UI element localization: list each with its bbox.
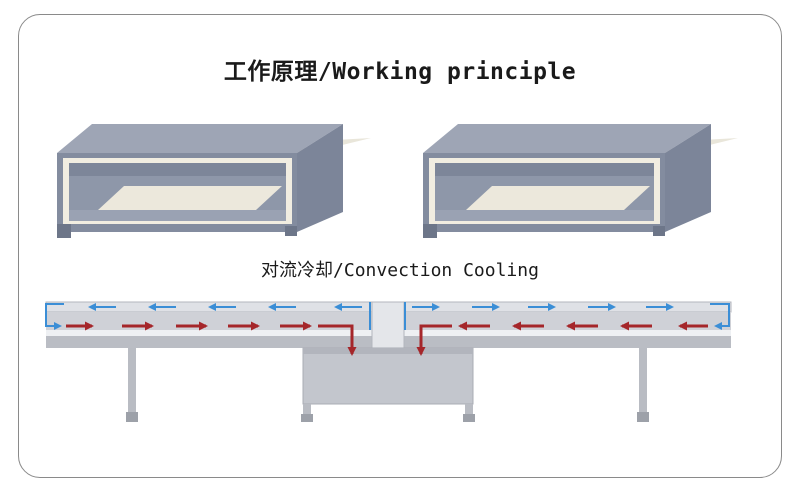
diagram-title: 工作原理/Working principle — [223, 59, 577, 85]
conveyor-center-joint — [371, 301, 405, 349]
tunnel-right-belt — [466, 186, 650, 210]
cooling-tunnel-right — [423, 124, 738, 238]
tunnel-left-belt — [98, 186, 282, 210]
section-subtitle: 对流冷却/Convection Cooling — [261, 260, 539, 281]
airflow-cool-left — [45, 302, 371, 330]
tunnel-left-side — [297, 124, 343, 232]
conveyor-leg-foot — [126, 412, 138, 422]
tunnel-right-foot-front — [423, 224, 437, 238]
tunnel-left-foot-back — [285, 226, 297, 236]
tunnel-left-top — [57, 124, 343, 153]
tunnel-left-foot-front — [57, 224, 71, 238]
tunnel-right-foot-back — [653, 226, 665, 236]
conveyor-leg — [639, 348, 647, 412]
conveyor-leg — [128, 348, 136, 412]
tunnel-right-side — [665, 124, 711, 232]
conveyor-machine — [45, 301, 732, 422]
arrow-down-icon — [318, 324, 357, 356]
airflow-return-loop-left — [45, 303, 64, 330]
tunnel-right-ceiling — [435, 163, 654, 176]
tunnel-left-floor — [69, 210, 286, 221]
arrow-down-icon — [416, 324, 452, 356]
conveyor-leg-foot — [301, 414, 313, 422]
airflow-warm-right — [416, 321, 708, 356]
control-cabinet-lip — [303, 348, 473, 354]
airflow-return-loop-right — [710, 303, 730, 330]
conveyor-leg-foot — [637, 412, 649, 422]
tunnel-right-top — [423, 124, 711, 153]
airflow-cool-right — [404, 302, 730, 330]
airflow-warm-left — [66, 321, 357, 356]
cooling-tunnel-left — [57, 124, 371, 238]
conveyor-leg — [465, 404, 473, 414]
tunnel-left-ceiling — [69, 163, 286, 176]
control-cabinet — [302, 347, 474, 405]
conveyor-leg — [303, 404, 311, 414]
tunnel-right-floor — [435, 210, 654, 221]
conveyor-leg-foot — [463, 414, 475, 422]
